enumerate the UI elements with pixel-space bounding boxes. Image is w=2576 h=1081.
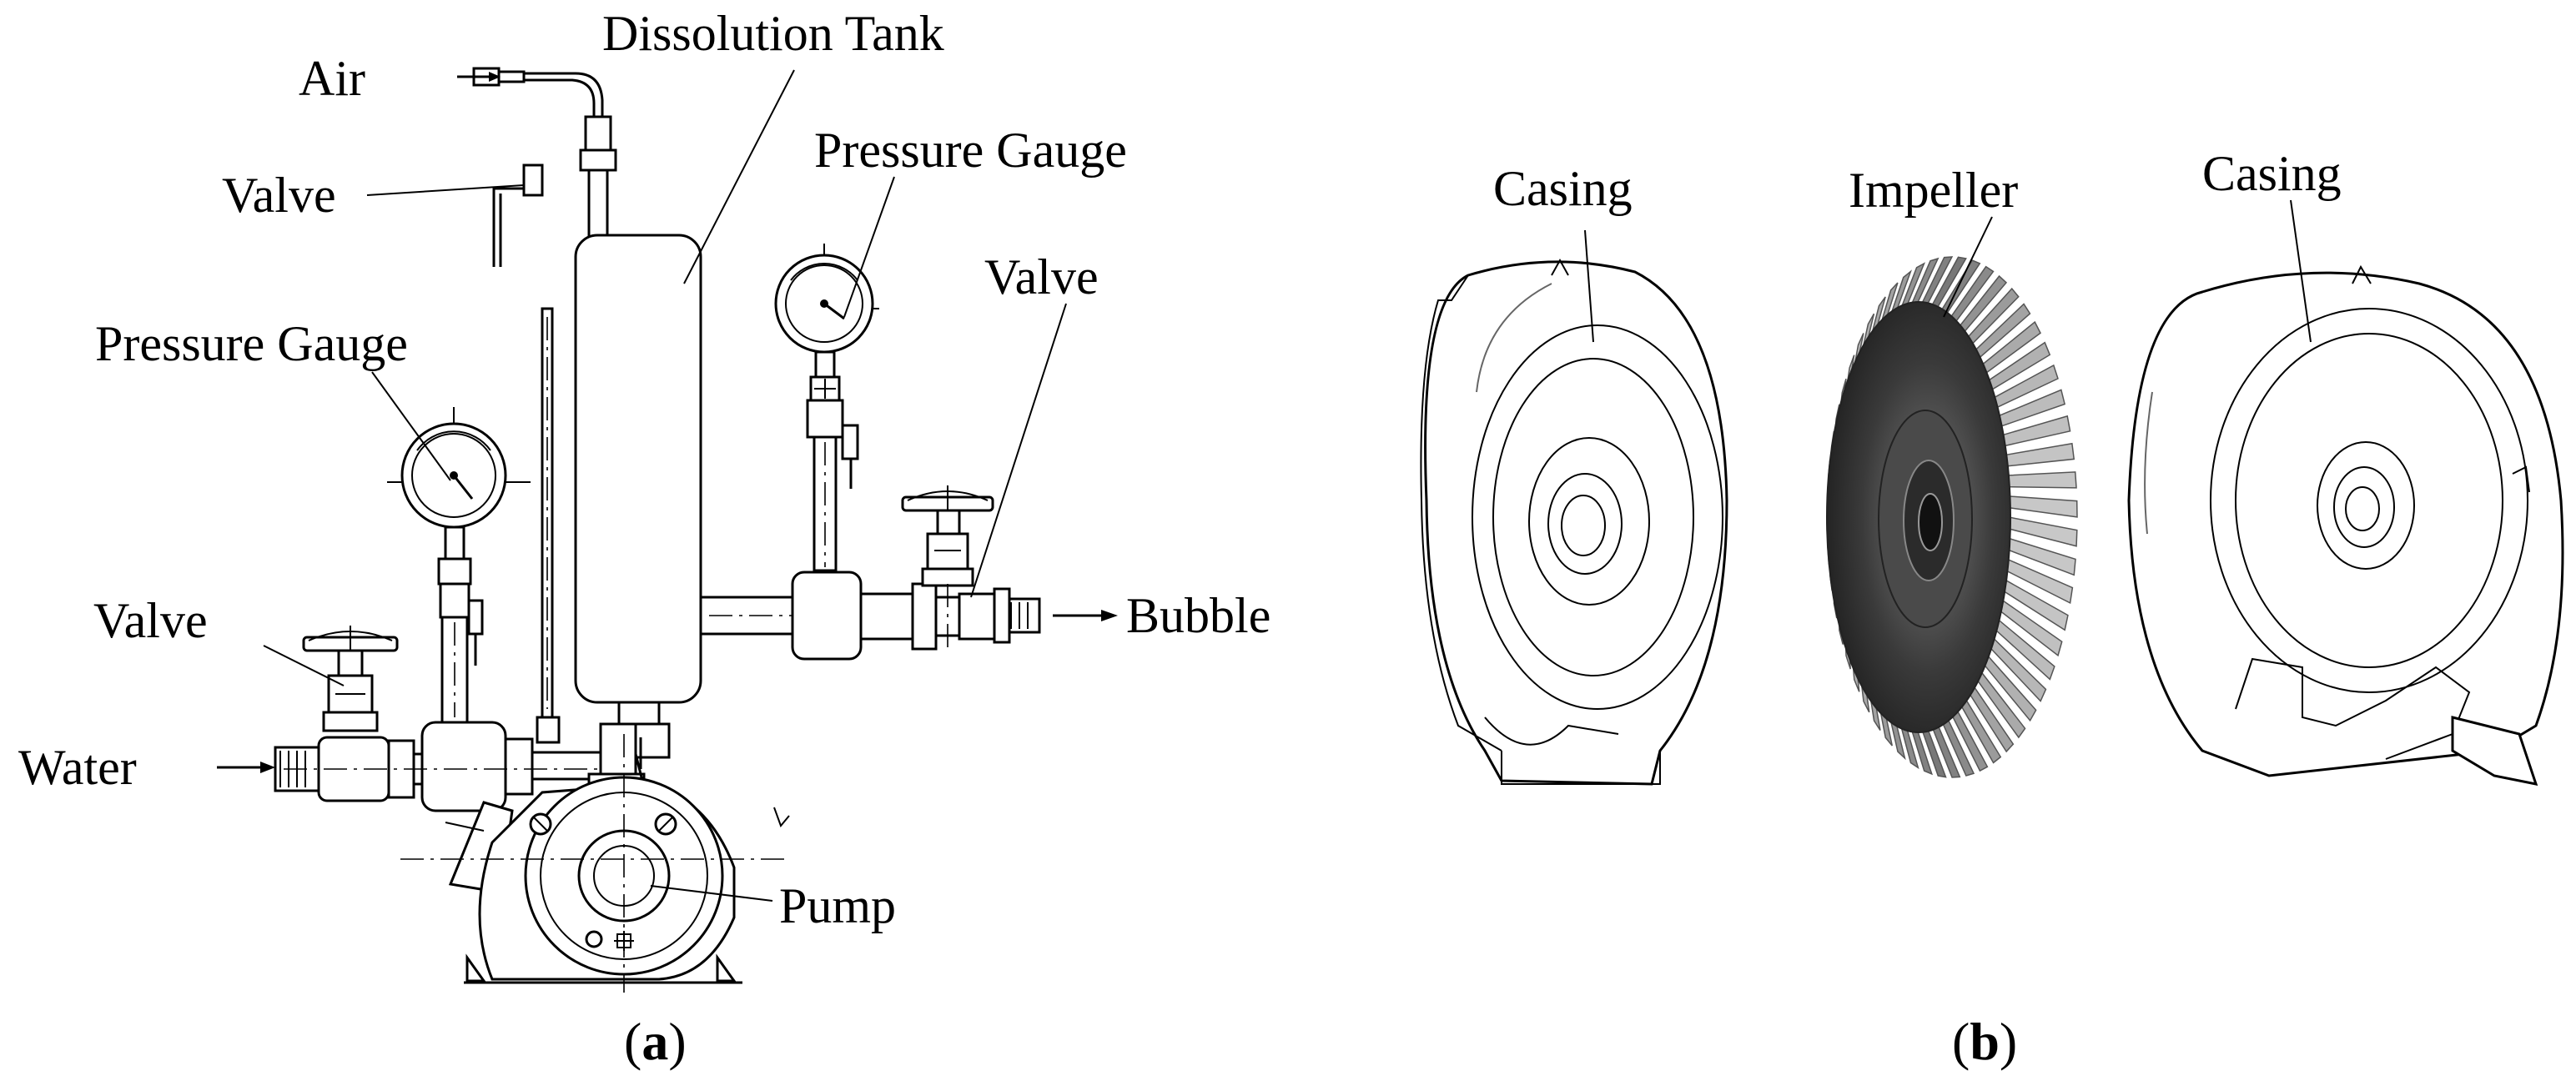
impeller-blade — [2007, 495, 2078, 518]
dissolution-tank — [574, 234, 702, 759]
caption-a: (a) — [624, 1012, 687, 1071]
label-pump: Pump — [779, 878, 896, 933]
casing-right — [2127, 264, 2564, 786]
inlet-valve — [302, 626, 399, 732]
caption-a-open: ( — [624, 1012, 641, 1071]
water-inlet-pipe — [274, 721, 609, 894]
leader-lines — [263, 69, 1067, 902]
panel-b-exploded-view: Casing Impeller Casing (b) — [1420, 146, 2564, 1071]
label-valve-right: Valve — [984, 249, 1099, 304]
flow-arrows — [217, 72, 1118, 773]
air-inlet-pipe — [472, 67, 617, 247]
label-air: Air — [299, 51, 365, 106]
label-valve-air: Valve — [222, 168, 336, 223]
impeller-blade — [2005, 471, 2077, 489]
label-valve-left: Valve — [93, 593, 208, 648]
pressure-gauge-right — [774, 244, 879, 572]
caption-a-close: ) — [668, 1012, 686, 1071]
label-impeller: Impeller — [1849, 163, 2018, 218]
label-casing-left: Casing — [1493, 161, 1633, 216]
caption-b-open: ( — [1952, 1012, 1970, 1071]
pressure-gauge-left — [387, 407, 531, 724]
impeller-blade — [2003, 442, 2075, 467]
label-water: Water — [18, 740, 137, 795]
leader-lines-b — [1584, 199, 2312, 343]
caption-b: (b) — [1952, 1012, 2017, 1071]
label-dissolution-tank: Dissolution Tank — [602, 6, 944, 61]
label-casing-right: Casing — [2202, 146, 2342, 201]
label-pressure-gauge-right: Pressure Gauge — [814, 123, 1127, 178]
label-pressure-gauge-left: Pressure Gauge — [95, 316, 408, 371]
caption-a-letter: a — [641, 1012, 668, 1071]
panel-a-schematic: Air Valve Dissolution Tank Pressure Gaug… — [18, 6, 1270, 1071]
pump — [400, 722, 790, 993]
caption-b-letter: b — [1970, 1012, 2000, 1071]
air-supply-tube — [536, 307, 561, 744]
casing-left — [1420, 258, 1728, 786]
caption-b-close: ) — [2000, 1012, 2017, 1071]
outlet-valve — [901, 485, 1041, 654]
label-bubble: Bubble — [1126, 588, 1270, 643]
impeller — [1826, 256, 2078, 778]
